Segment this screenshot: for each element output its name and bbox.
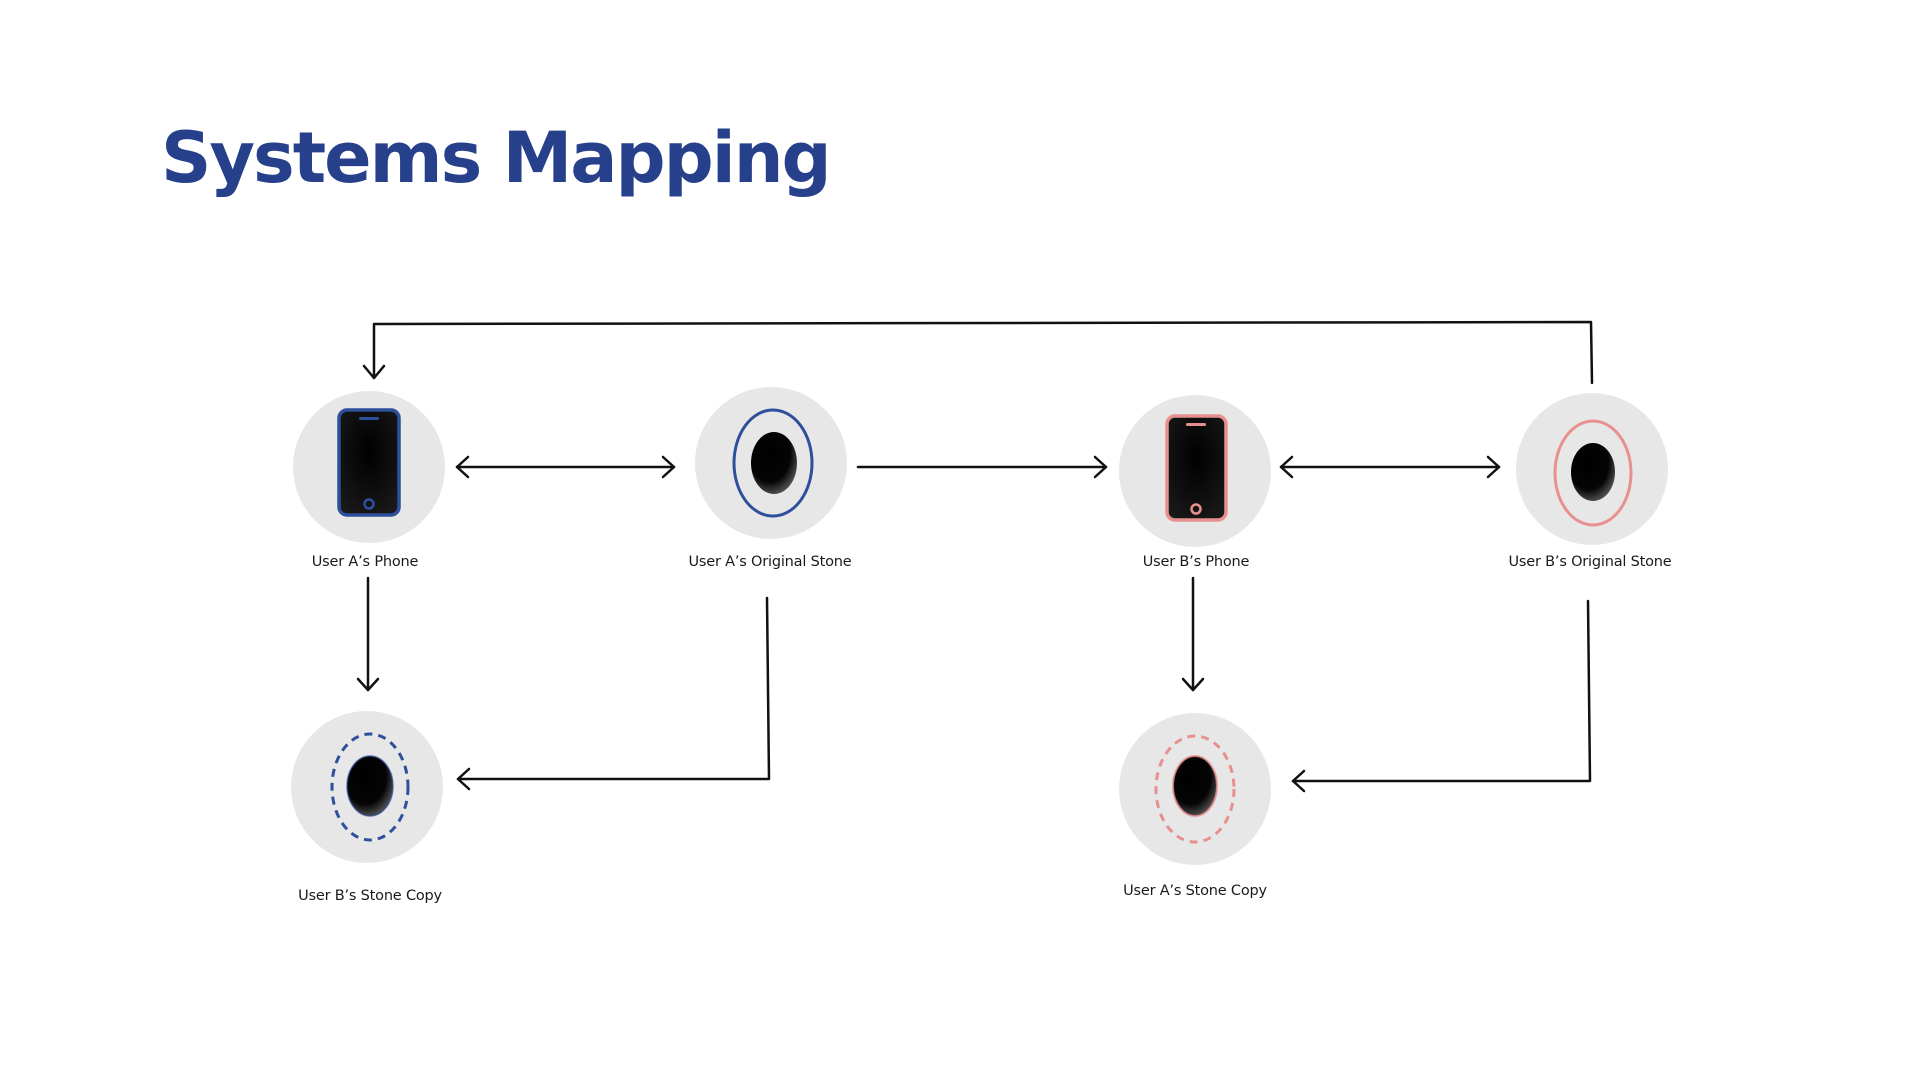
label-user-b-original-stone: User B’s Original Stone (1508, 554, 1672, 570)
label-user-a-original-stone: User A’s Original Stone (688, 554, 852, 570)
arrowhead-a-copy-right (1291, 769, 1306, 793)
arrowhead-b-copy-top (356, 677, 380, 692)
node-user-b-phone (1119, 395, 1271, 547)
stone-icon (732, 408, 814, 518)
arrowhead-b-phone-right (1279, 455, 1294, 479)
arrowhead-b-stone-left (1486, 455, 1501, 479)
node-user-b-stone-copy (291, 711, 443, 863)
stone-icon (1553, 419, 1633, 527)
arrowhead-a-phone-top (362, 364, 386, 380)
node-user-a-original-stone (695, 387, 847, 539)
arrowhead-b-copy-right (456, 767, 471, 791)
arrowhead-b-phone-left-in (1093, 455, 1108, 479)
phone-icon (1165, 414, 1228, 522)
page-title: Systems Mapping (161, 117, 832, 199)
arrowhead-a-phone-left (455, 455, 470, 479)
label-user-b-stone-copy: User B’s Stone Copy (298, 888, 442, 904)
label-user-a-phone: User A’s Phone (311, 554, 419, 570)
arrow-b-stone-to-a-phone (372, 320, 1594, 385)
arrowhead-a-copy-top (1181, 677, 1205, 692)
node-user-a-stone-copy (1119, 713, 1271, 865)
label-user-b-phone: User B’s Phone (1142, 554, 1250, 570)
node-user-a-phone (293, 391, 445, 543)
arrow-a-stone-to-b-copy (456, 596, 771, 781)
phone-icon (337, 408, 401, 517)
stone-copy-icon (330, 732, 410, 842)
arrowhead-a-stone-right (661, 455, 676, 479)
stone-copy-icon (1154, 734, 1236, 844)
label-user-a-stone-copy: User A’s Stone Copy (1123, 883, 1267, 899)
arrow-b-stone-to-a-copy (1291, 599, 1592, 783)
node-user-b-original-stone (1516, 393, 1668, 545)
connectors (356, 320, 1594, 793)
